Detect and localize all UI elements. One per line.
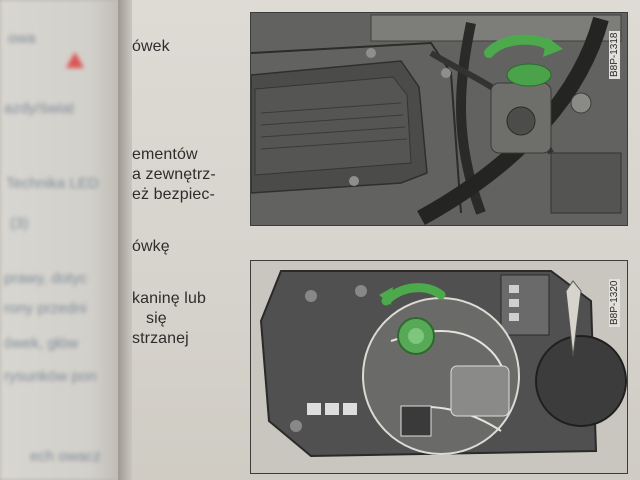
headlamp-housing-illustration <box>251 261 627 473</box>
figure-code-label: B8P-1318 <box>609 30 620 79</box>
body-text-line: ementów <box>132 146 198 163</box>
body-text-line: ówek <box>132 38 170 55</box>
figure-code-label: B8P-1320 <box>609 278 620 327</box>
body-text-line: kaninę lub <box>132 290 206 307</box>
left-page-text: ech owacz <box>30 448 101 465</box>
body-text-line: eż bezpiec- <box>132 186 215 203</box>
figure-engine-bay-1: B8P-1318 <box>250 12 628 226</box>
left-page-text: (3) <box>10 215 29 232</box>
left-page-text: ówek, głów <box>4 335 79 352</box>
figure-headlamp-housing: B8P-1320 <box>250 260 628 474</box>
left-page-text: azdy/świat <box>4 100 75 117</box>
left-page-text: rony przedni <box>4 300 87 317</box>
body-text-line: ówkę <box>132 238 170 255</box>
body-text-line: strzanej <box>132 330 189 347</box>
body-text-line: się <box>146 310 167 327</box>
left-page-text: owa <box>8 30 36 47</box>
engine-bay-1-illustration <box>251 13 627 225</box>
left-page-text: rysunków pon <box>4 368 97 385</box>
left-page-blurred: owa azdy/świat Technika LED (3) prawy, d… <box>0 0 130 480</box>
left-page-text: prawy, dotyc <box>4 270 88 287</box>
left-page-text: Technika LED <box>6 175 99 192</box>
warning-triangle-icon <box>66 52 84 68</box>
body-text-line: a zewnętrz- <box>132 166 216 183</box>
